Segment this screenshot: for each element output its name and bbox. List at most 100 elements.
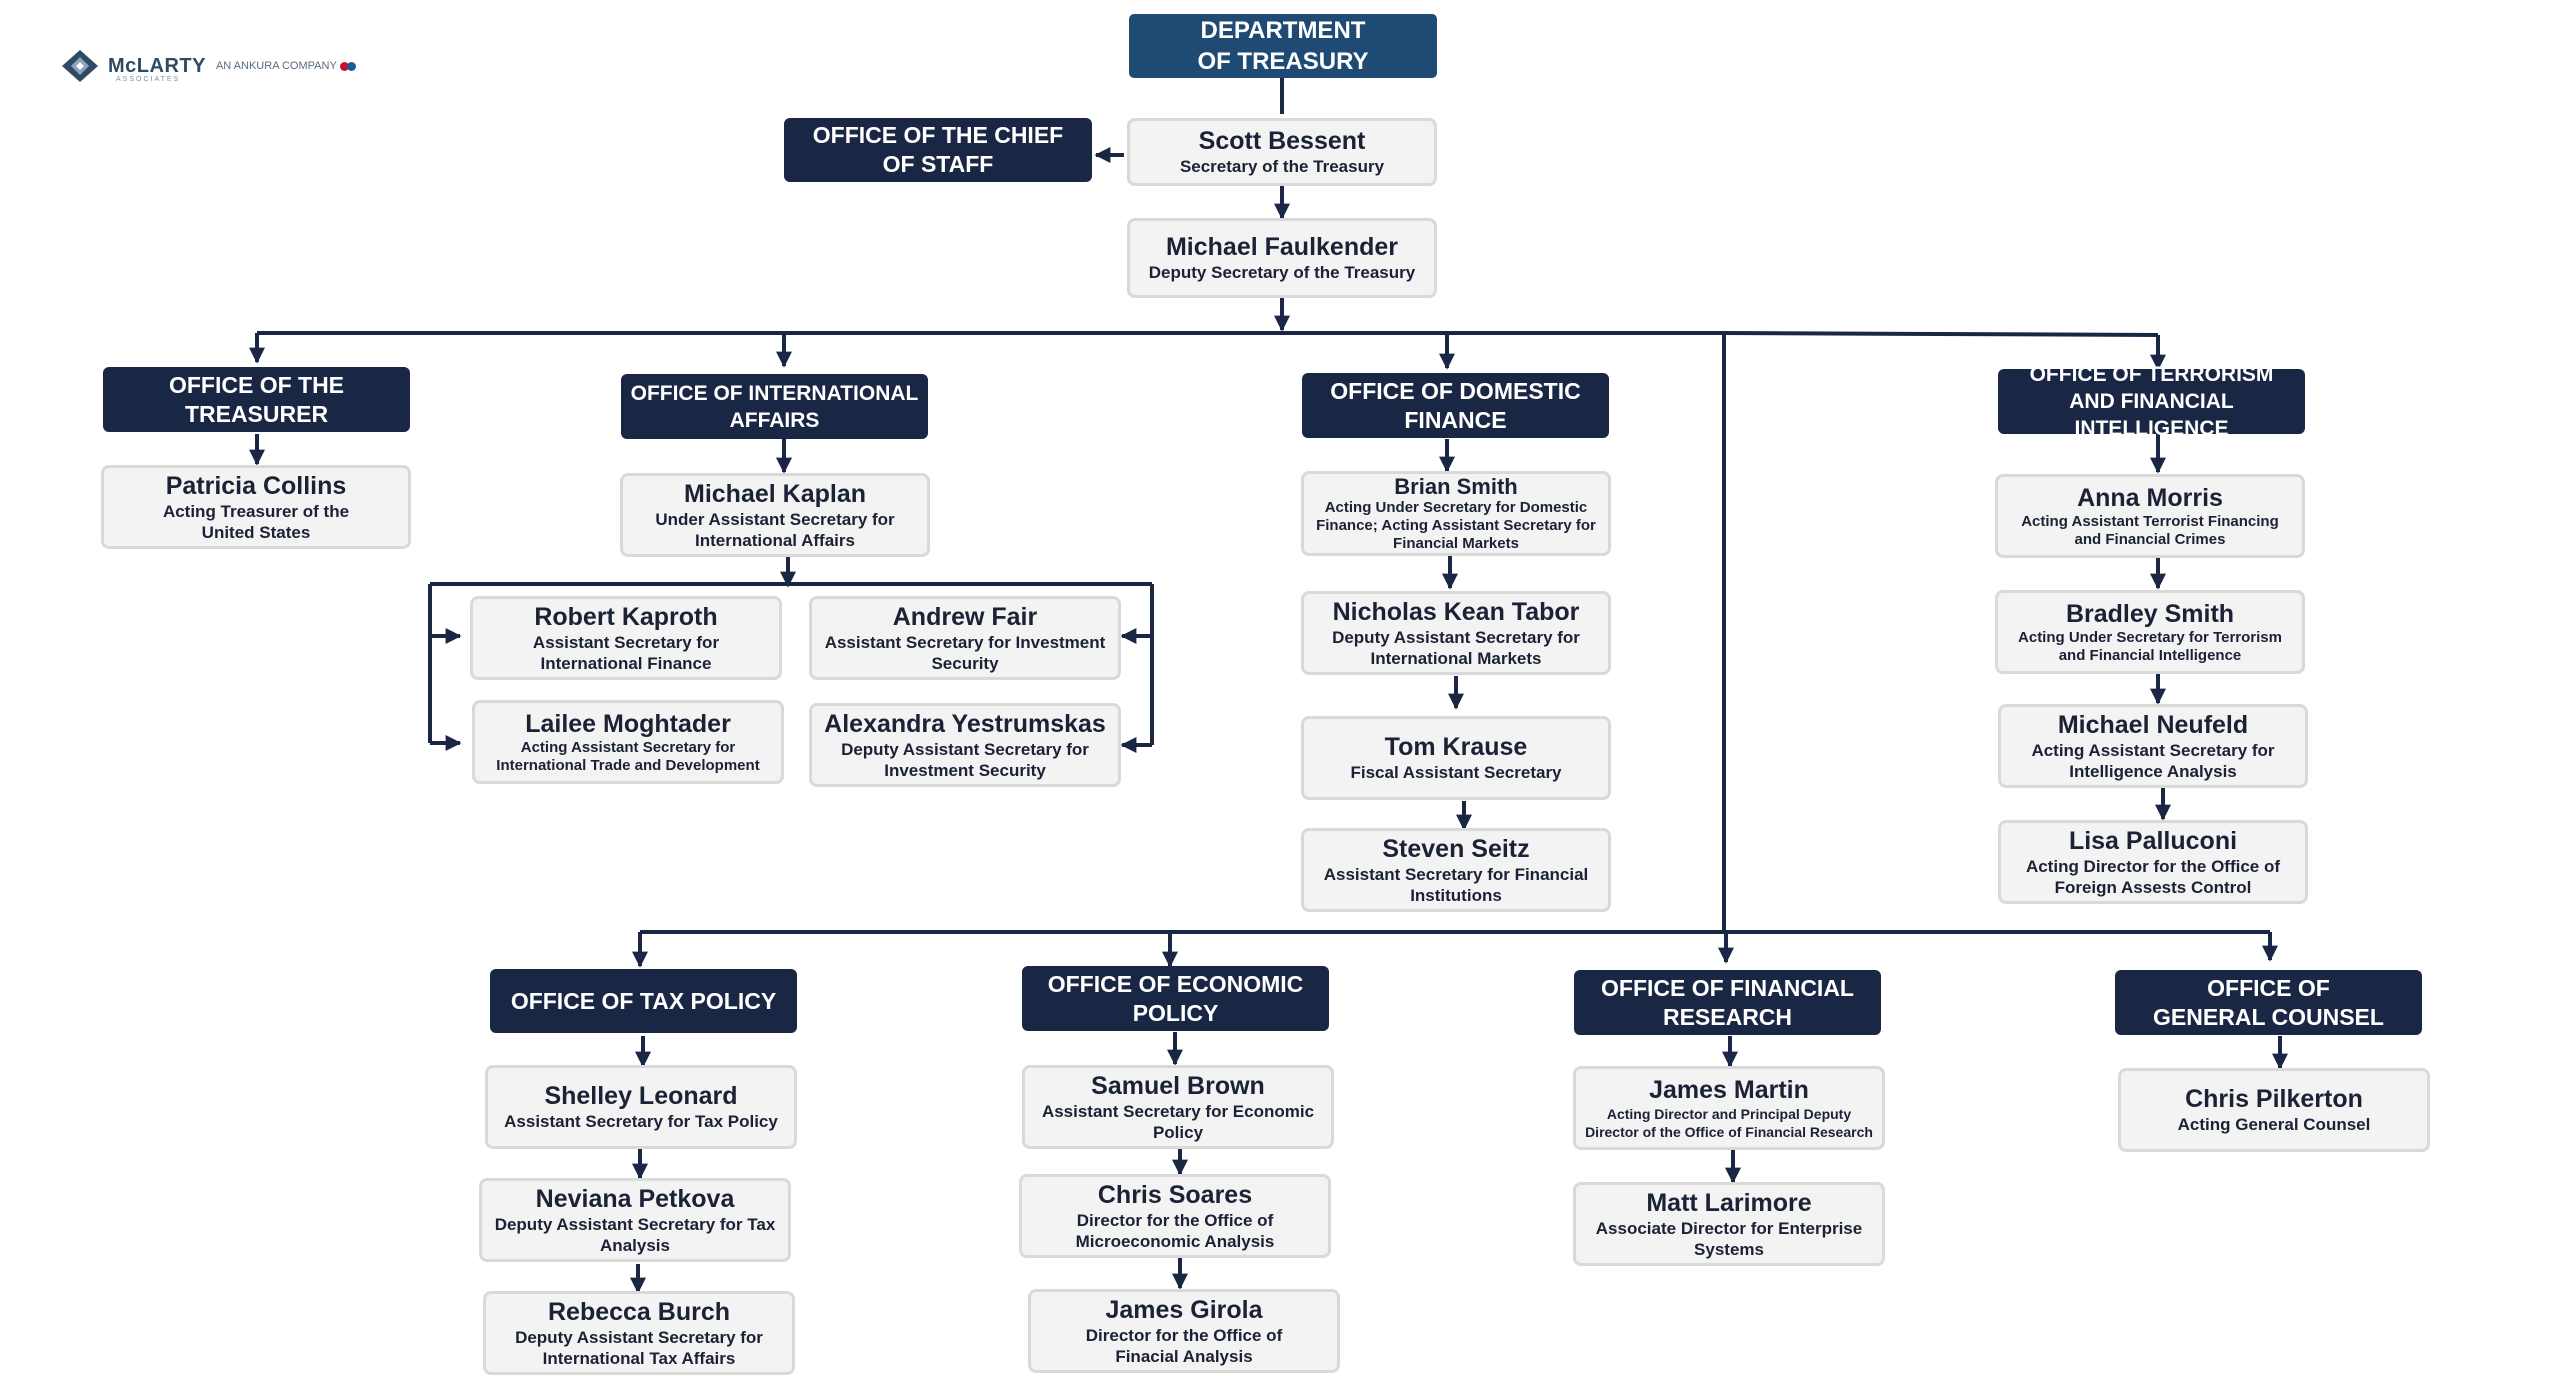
person-title: Director for the Office of Microeconomic… — [1075, 1210, 1275, 1251]
person-title: Acting Assistant Terrorist Financing and… — [2021, 512, 2279, 548]
logo-tagline: AN ANKURA COMPANY — [215, 60, 337, 72]
person-name: Tom Krause — [1384, 733, 1528, 761]
person-title: Acting Treasurer of the United States — [162, 501, 350, 542]
person-name: Neviana Petkova — [535, 1184, 735, 1213]
person-name: Michael Kaplan — [684, 479, 866, 508]
office-label: OFFICE OF FINANCIAL RESEARCH — [1601, 974, 1854, 1030]
office-economic-header: OFFICE OF ECONOMIC POLICY — [1022, 966, 1329, 1031]
person-title: Acting Director for the Office of Foreig… — [2025, 856, 2281, 897]
person-name: James Girola — [1105, 1295, 1263, 1324]
person-card: Lisa Palluconi Acting Director for the O… — [1998, 820, 2308, 904]
person-title: Director for the Office of Finacial Anal… — [1085, 1325, 1283, 1366]
person-card: Anna Morris Acting Assistant Terrorist F… — [1995, 474, 2305, 558]
logo-wordmark: McLARTY — [108, 54, 206, 77]
person-card: James Martin Acting Director and Princip… — [1573, 1066, 1885, 1150]
office-tax-header: OFFICE OF TAX POLICY — [490, 969, 797, 1033]
person-title: Acting Assistant Secretary for Internati… — [496, 738, 760, 774]
person-card: Lailee Moghtader Acting Assistant Secret… — [472, 700, 784, 784]
person-name: Brian Smith — [1394, 474, 1518, 499]
person-name: Michael Faulkender — [1165, 233, 1399, 261]
office-research-header: OFFICE OF FINANCIAL RESEARCH — [1574, 970, 1881, 1035]
person-title: Deputy Assistant Secretary for Tax Analy… — [494, 1214, 776, 1255]
person-title: Acting Assistant Secretary for Intellige… — [2031, 740, 2275, 781]
person-title: Acting Under Secretary for Terrorism and… — [2018, 628, 2282, 664]
person-title: Deputy Assistant Secretary for Internati… — [1332, 627, 1580, 668]
person-name: James Martin — [1649, 1075, 1809, 1104]
person-name: Matt Larimore — [1646, 1188, 1812, 1217]
person-title: Acting Director and Principal Deputy Dir… — [1585, 1105, 1873, 1140]
department-box: DEPARTMENT OF TREASURY — [1129, 14, 1437, 78]
person-name: Chris Pilkerton — [2185, 1085, 2363, 1113]
deputy-card: Michael Faulkender Deputy Secretary of t… — [1127, 218, 1437, 298]
person-name: Rebecca Burch — [547, 1297, 731, 1326]
person-name: Lisa Palluconi — [2068, 826, 2238, 855]
person-card: Matt Larimore Associate Director for Ent… — [1573, 1182, 1885, 1266]
person-name: Steven Seitz — [1382, 834, 1530, 863]
person-title: Secretary of the Treasury — [1179, 157, 1385, 176]
person-card: James Girola Director for the Office of … — [1028, 1289, 1340, 1373]
office-label: OFFICE OF THE TREASURER — [168, 371, 345, 427]
person-card: Patricia Collins Acting Treasurer of the… — [101, 465, 411, 549]
office-domestic-header: OFFICE OF DOMESTIC FINANCE — [1302, 373, 1609, 438]
person-card: Chris Soares Director for the Office of … — [1019, 1174, 1331, 1258]
person-name: Bradley Smith — [2065, 599, 2235, 628]
person-title: Deputy Assistant Secretary for Internati… — [515, 1327, 763, 1368]
person-card: Michael Neufeld Acting Assistant Secreta… — [1998, 704, 2308, 788]
person-title: Assistant Secretary for Economic Policy — [1041, 1101, 1315, 1142]
office-label: OFFICE OF INTERNATIONAL AFFAIRS — [630, 381, 919, 432]
person-title: Acting General Counsel — [2177, 1115, 2371, 1134]
mclarty-logo: McLARTY ASSOCIATES AN ANKURA COMPANY — [60, 48, 370, 84]
person-name: Nicholas Kean Tabor — [1332, 597, 1580, 626]
person-card: Steven Seitz Assistant Secretary for Fin… — [1301, 828, 1611, 912]
person-name: Scott Bessent — [1198, 127, 1366, 155]
office-label: OFFICE OF DOMESTIC FINANCE — [1330, 377, 1581, 433]
person-title: Assistant Secretary for Tax Policy — [504, 1112, 778, 1131]
person-name: Patricia Collins — [165, 471, 347, 500]
person-card: Andrew Fair Assistant Secretary for Inve… — [809, 596, 1121, 680]
logo-associates: ASSOCIATES — [116, 76, 181, 83]
person-name: Alexandra Yestrumskas — [824, 709, 1106, 738]
person-card: Neviana Petkova Deputy Assistant Secreta… — [479, 1178, 791, 1262]
person-title: Fiscal Assistant Secretary — [1350, 763, 1562, 782]
person-title: Under Assistant Secretary for Internatio… — [655, 509, 895, 550]
secretary-card: Scott Bessent Secretary of the Treasury — [1127, 118, 1437, 186]
logo-diamond-icon — [62, 50, 98, 82]
person-title: Assistant Secretary for Investment Secur… — [824, 632, 1106, 673]
office-label: OFFICE OF TERRORISM AND FINANCIAL INTELL… — [2029, 363, 2274, 440]
person-name: Robert Kaproth — [534, 602, 718, 631]
person-card: Chris Pilkerton Acting General Counsel — [2118, 1068, 2430, 1152]
office-label: OFFICE OF GENERAL COUNSEL — [2153, 974, 2384, 1030]
person-card: Robert Kaproth Assistant Secretary for I… — [470, 596, 782, 680]
person-card: Tom Krause Fiscal Assistant Secretary — [1301, 716, 1611, 800]
person-name: Shelley Leonard — [544, 1082, 738, 1110]
person-card: Rebecca Burch Deputy Assistant Secretary… — [483, 1291, 795, 1375]
person-name: Andrew Fair — [892, 602, 1038, 631]
person-card: Alexandra Yestrumskas Deputy Assistant S… — [809, 703, 1121, 787]
office-treasurer-header: OFFICE OF THE TREASURER — [103, 367, 410, 432]
person-name: Chris Soares — [1097, 1180, 1253, 1209]
person-card: Nicholas Kean Tabor Deputy Assistant Sec… — [1301, 591, 1611, 675]
person-name: Michael Neufeld — [2057, 710, 2249, 739]
person-card: Bradley Smith Acting Under Secretary for… — [1995, 590, 2305, 674]
person-card: Brian Smith Acting Under Secretary for D… — [1301, 471, 1611, 556]
person-title: Deputy Secretary of the Treasury — [1148, 263, 1416, 282]
logo-dots-icon — [339, 61, 356, 71]
person-card: Shelley Leonard Assistant Secretary for … — [485, 1065, 797, 1149]
person-card: Samuel Brown Assistant Secretary for Eco… — [1022, 1065, 1334, 1149]
office-terrorism-header: OFFICE OF TERRORISM AND FINANCIAL INTELL… — [1998, 363, 2305, 440]
person-title: Associate Director for Enterprise System… — [1595, 1218, 1863, 1259]
person-card: Michael Kaplan Under Assistant Secretary… — [620, 473, 930, 557]
person-title: Acting Under Secretary for Domestic Fina… — [1316, 499, 1596, 552]
person-name: Anna Morris — [2077, 483, 2223, 512]
office-counsel-header: OFFICE OF GENERAL COUNSEL — [2115, 970, 2422, 1035]
department-label: DEPARTMENT OF TREASURY — [1197, 17, 1369, 75]
chief-of-staff-label: OFFICE OF THE CHIEF OF STAFF — [812, 122, 1064, 177]
office-label: OFFICE OF TAX POLICY — [510, 987, 777, 1014]
office-label: OFFICE OF ECONOMIC POLICY — [1047, 970, 1304, 1026]
person-title: Assistant Secretary for Financial Instit… — [1323, 864, 1589, 905]
chief-of-staff-box: OFFICE OF THE CHIEF OF STAFF — [784, 118, 1092, 182]
person-title: Deputy Assistant Secretary for Investmen… — [841, 739, 1089, 780]
person-name: Lailee Moghtader — [525, 709, 731, 738]
person-name: Samuel Brown — [1091, 1071, 1265, 1100]
